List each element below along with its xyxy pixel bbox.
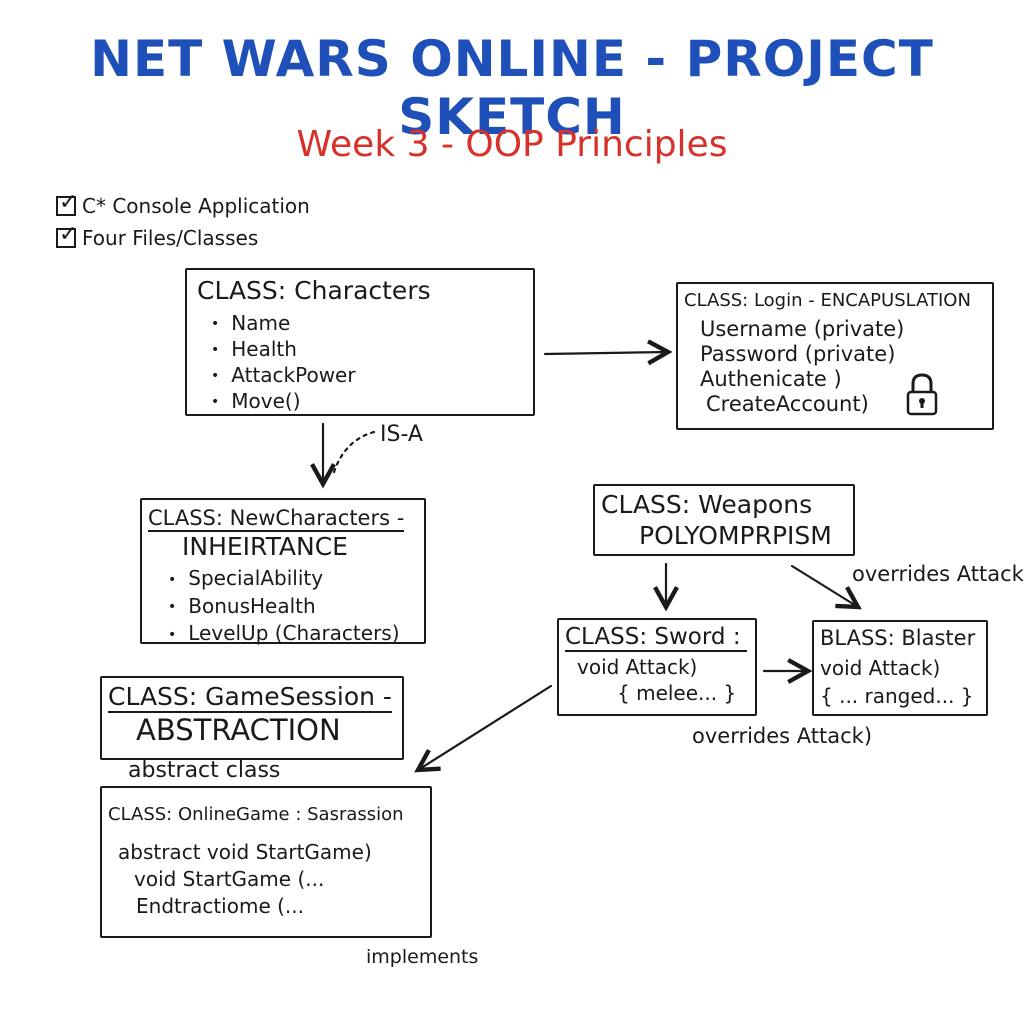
class-header: CLASS: OnlineGame : Sasrassion: [108, 804, 404, 825]
abstract-class-label: abstract class: [128, 758, 281, 783]
class-subheader: POLYOMPRPISM: [639, 521, 832, 550]
overrides-label-top: overrides Attack: [852, 562, 1024, 586]
member-lines: Username (private) Password (private) Au…: [700, 317, 986, 417]
class-box-onlinegame: CLASS: OnlineGame : Sasrassion abstract …: [100, 786, 432, 938]
member-line: { melee... }: [617, 681, 737, 705]
member-line: Authenicate ): [700, 367, 842, 391]
class-box-login: CLASS: Login - ENCAPUSLATION Username (p…: [676, 282, 994, 430]
member-item: Name: [211, 311, 523, 337]
class-box-gamesession: CLASS: GameSession - ABSTRACTION: [100, 676, 404, 760]
member-line: Username (private): [700, 317, 905, 341]
member-item: LevelUp (Characters): [168, 620, 418, 648]
checklist-label: C* Console Application: [82, 194, 310, 218]
class-header: CLASS: Login - ENCAPUSLATION: [684, 290, 971, 311]
member-lines: abstract void StartGame) void StartGame …: [118, 839, 424, 920]
class-box-newcharacters: CLASS: NewCharacters - INHEIRTANCE Speci…: [140, 498, 426, 645]
overrides-label-bottom: overrides Attack): [692, 724, 873, 748]
arrow-sword-to-gamesession: [418, 684, 553, 770]
class-header: CLASS: Sword :: [565, 624, 747, 652]
member-line: void Attack): [820, 656, 941, 680]
is-a-label: IS-A: [380, 422, 423, 447]
member-item: Move(): [211, 389, 523, 415]
implements-label: implements: [366, 946, 479, 968]
padlock-icon: [906, 373, 938, 416]
member-lines: void Attack) { melee... }: [577, 654, 749, 706]
member-item: Health: [211, 337, 523, 363]
class-header: CLASS: Characters: [197, 276, 431, 305]
member-line: Endtractiome (...: [136, 894, 304, 918]
class-header: CLASS: GameSession -: [108, 682, 392, 713]
checklist-item-files: Four Files/Classes: [56, 222, 259, 250]
member-line: CreateAccount): [706, 392, 869, 416]
class-box-sword: CLASS: Sword : void Attack) { melee... }: [557, 618, 757, 716]
class-header: BLASS: Blaster: [820, 626, 976, 650]
page-title: NET WARS ONLINE - PROJECT SKETCH: [90, 30, 934, 146]
page-subtitle: Week 3 - OOP Principles: [296, 124, 728, 165]
member-item: AttackPower: [211, 363, 523, 389]
class-box-characters: CLASS: Characters Name Health AttackPowe…: [185, 268, 535, 416]
class-header: CLASS: Weapons: [601, 490, 813, 519]
member-item: SpecialAbility: [168, 565, 418, 593]
class-box-weapons: CLASS: Weapons POLYOMPRPISM: [593, 484, 855, 556]
arrow-characters-to-login: [543, 352, 668, 354]
member-line: { ... ranged... }: [820, 684, 974, 708]
checkbox-checked-icon: [56, 222, 77, 248]
checklist-label: Four Files/Classes: [82, 226, 259, 250]
member-list: Name Health AttackPower Move(): [211, 311, 523, 415]
arrow-weapons-to-blaster: [790, 564, 858, 607]
checklist-item-console: C* Console Application: [56, 190, 310, 218]
class-subheader: ABSTRACTION: [136, 713, 341, 747]
is-a-dotted-connector: [332, 430, 376, 474]
class-header: CLASS: NewCharacters -: [148, 506, 405, 532]
member-lines: void Attack) { ... ranged... }: [820, 654, 980, 710]
member-line: void Attack): [577, 655, 698, 679]
class-subheader: INHEIRTANCE: [182, 532, 348, 561]
class-box-blaster: BLASS: Blaster void Attack) { ... ranged…: [812, 620, 988, 716]
member-line: void StartGame (...: [134, 867, 325, 891]
member-line: abstract void StartGame): [118, 840, 372, 864]
member-item: BonusHealth: [168, 593, 418, 621]
checkbox-checked-icon: [56, 190, 77, 216]
member-list: SpecialAbility BonusHealth LevelUp (Char…: [168, 565, 418, 648]
member-line: Password (private): [700, 342, 896, 366]
